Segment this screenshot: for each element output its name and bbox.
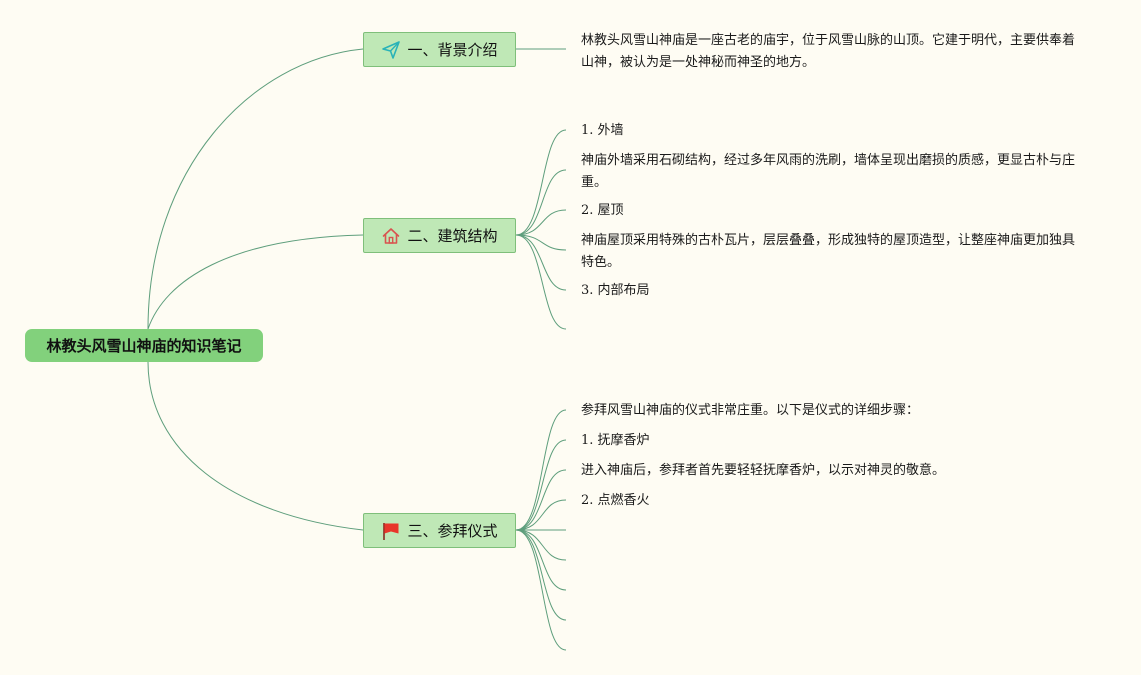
connector-branch-note <box>515 529 567 561</box>
note-text[interactable]: 神庙外墙采用石砌结构，经过多年风雨的洗刷，墙体呈现出磨损的质感，更显古朴与庄重。 <box>581 153 1076 190</box>
connector-branch-note <box>515 129 567 236</box>
connector-branch-note <box>515 169 567 236</box>
paper-plane-icon <box>381 40 401 60</box>
connector-branch-note <box>515 529 567 651</box>
connector-branch-note <box>515 529 567 591</box>
connector-branch-note <box>515 234 567 291</box>
note-text[interactable]: 进入神庙后，参拜者首先要轻轻抚摩香炉，以示对神灵的敬意。 <box>581 463 946 478</box>
connector-root-branch <box>147 234 364 330</box>
note-text[interactable]: 1. 外墙 <box>581 123 624 138</box>
note-text[interactable]: 神庙屋顶采用特殊的古朴瓦片，层层叠叠，形成独特的屋顶造型，让整座神庙更加独具特色… <box>581 233 1076 270</box>
connector-branch-note <box>515 209 567 236</box>
note-text[interactable]: 1. 抚摩香炉 <box>581 433 650 448</box>
connector-branch-note <box>515 409 567 531</box>
house-icon <box>381 226 401 246</box>
connector-root-branch <box>147 48 364 330</box>
connector-root-branch <box>147 361 364 531</box>
branch-label: 一、背景介绍 <box>407 41 498 59</box>
branch-label: 三、参拜仪式 <box>407 522 498 540</box>
note-text[interactable]: 2. 点燃香火 <box>581 493 650 508</box>
note-text[interactable]: 3. 内部布局 <box>581 283 650 298</box>
connector-branch-note <box>515 234 567 251</box>
connector-branch-note <box>515 439 567 531</box>
branch-node-ritual[interactable]: 三、参拜仪式 <box>363 513 516 548</box>
connector-branch-note <box>515 529 567 621</box>
note-text[interactable]: 林教头风雪山神庙是一座古老的庙宇，位于风雪山脉的山顶。它建于明代，主要供奉着山神… <box>581 33 1076 70</box>
connector-branch-note <box>515 499 567 531</box>
root-node-title: 林教头风雪山神庙的知识笔记 <box>46 337 242 355</box>
red-flag-icon <box>381 521 401 541</box>
branch-node-structure[interactable]: 二、建筑结构 <box>363 218 516 253</box>
note-text[interactable]: 2. 屋顶 <box>581 203 624 218</box>
branch-label: 二、建筑结构 <box>407 227 498 245</box>
root-node[interactable]: 林教头风雪山神庙的知识笔记 <box>25 329 263 362</box>
note-text[interactable]: 参拜风雪山神庙的仪式非常庄重。以下是仪式的详细步骤： <box>581 403 920 418</box>
branch-node-background[interactable]: 一、背景介绍 <box>363 32 516 67</box>
connector-branch-note <box>515 469 567 531</box>
connector-branch-note <box>515 234 567 330</box>
